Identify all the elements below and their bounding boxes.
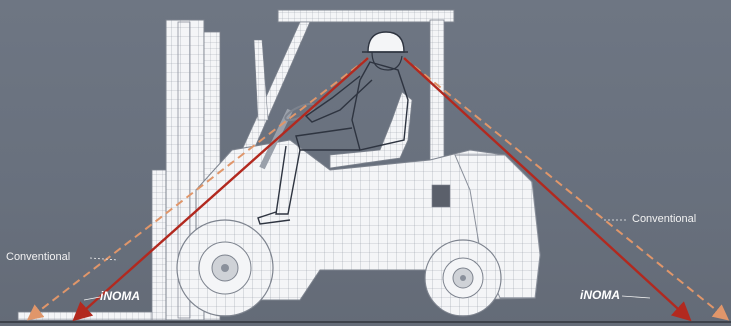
leader-conventional-left (90, 258, 118, 260)
label-inoma-right: iNOMA (580, 288, 620, 302)
front-wheel-icon (177, 220, 273, 316)
label-inoma-left: iNOMA (100, 289, 140, 303)
label-conventional-left: Conventional (6, 251, 70, 263)
label-conventional-right: Conventional (632, 213, 696, 225)
rear-wheel-icon (425, 240, 501, 316)
leader-inoma-right (622, 296, 650, 298)
fork-icon (18, 170, 166, 320)
